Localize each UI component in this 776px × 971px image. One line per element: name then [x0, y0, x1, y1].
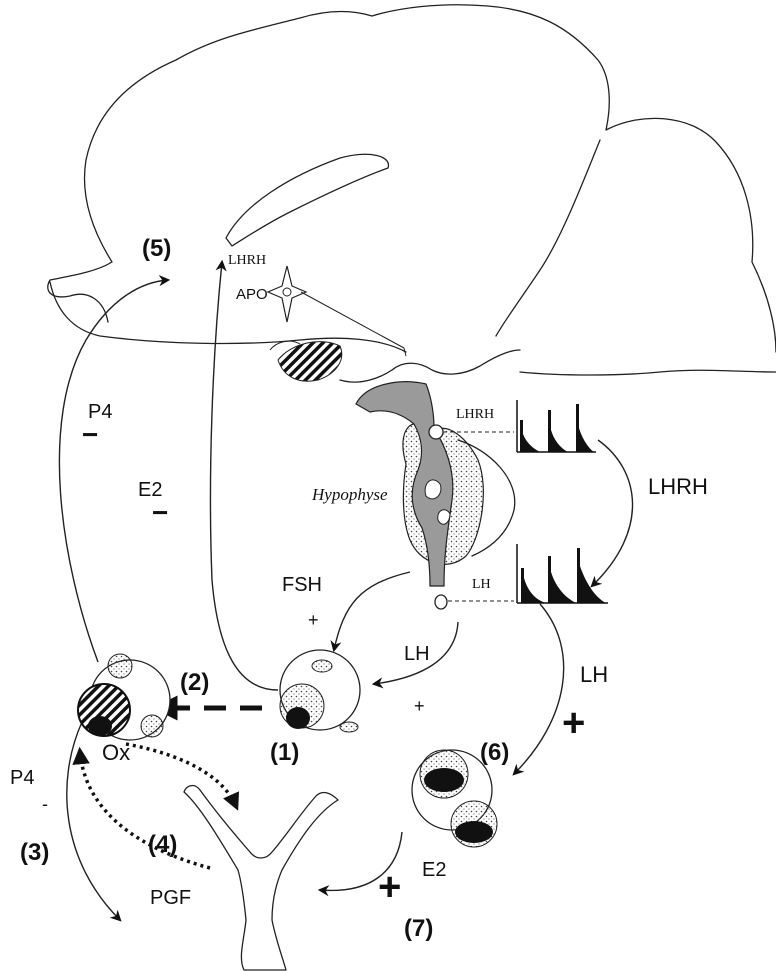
- ovary-ox-stipple-bottom: [141, 715, 163, 737]
- lh-right-label: LH: [580, 662, 608, 687]
- ovulating-follicle-b-nucleus: [455, 821, 493, 843]
- plus-e2: +: [378, 865, 401, 909]
- pgf-label: PGF: [150, 887, 191, 909]
- step-1-label: (1): [270, 739, 299, 766]
- hypothalamus-contour: [340, 350, 520, 382]
- lhrh-pulse-label: LHRH: [456, 407, 494, 422]
- p4-left-label: P4: [10, 767, 34, 789]
- e2-bottom-label: E2: [422, 859, 446, 881]
- arrow-pgf-to-corpus-luteum: [80, 752, 210, 868]
- lhrh-release-point: [429, 425, 443, 439]
- lh-mid-label: LH: [404, 643, 430, 665]
- lh-release-point: [435, 595, 447, 609]
- lhrh-pulse-graph: [517, 400, 596, 452]
- fsh-label: FSH: [282, 574, 322, 596]
- pituitary-portal-loop-b: [438, 510, 450, 525]
- pituitary-portal-loop-a: [425, 480, 441, 499]
- ovary-ox-stipple-top: [108, 654, 132, 678]
- plus-lh-right: +: [562, 701, 585, 745]
- step-5-label: (5): [142, 235, 171, 262]
- step-3-label: (3): [20, 839, 49, 866]
- arrow-lhrh-pulse-to-lh: [592, 440, 633, 586]
- minus-p4-left: -: [42, 794, 48, 814]
- follicle-1-small-b: [340, 722, 358, 732]
- step-4-label: (4): [148, 831, 177, 858]
- step-7-label: (7): [404, 915, 433, 942]
- apo-nucleus: [283, 288, 291, 296]
- arrow-e2-feedback-to-brain: [210, 262, 278, 690]
- corpus-luteum-nucleus: [88, 716, 112, 736]
- minus-e2: −: [152, 497, 168, 528]
- follicle-1-nucleus: [286, 707, 310, 729]
- hypophyse-label: Hypophyse: [311, 485, 388, 504]
- optic-chiasm: [278, 342, 342, 382]
- arrow-fsh-to-follicle: [334, 572, 410, 650]
- follicle-1-small-a: [312, 660, 332, 672]
- ovulating-follicle-a-nucleus: [424, 768, 464, 792]
- lhrh-right-label: LHRH: [648, 474, 708, 499]
- arrow-ox-to-uterus: [126, 744, 236, 806]
- uterus: [184, 786, 338, 970]
- corpus-callosum: [226, 154, 388, 246]
- cerebellum-inner-line: [496, 140, 600, 336]
- apo-axon: [301, 292, 404, 348]
- ox-label: Ox: [102, 740, 130, 765]
- brain-base-line: [50, 282, 406, 352]
- apo-label: APO: [236, 286, 268, 303]
- lhrh-top-label: LHRH: [228, 253, 266, 268]
- plus-fsh: +: [308, 610, 319, 630]
- step-6-label: (6): [480, 739, 509, 766]
- lh-pulse-label: LH: [472, 577, 491, 592]
- arrow-lh-to-ovulation: [514, 604, 564, 774]
- minus-p4-top: −: [82, 419, 98, 450]
- lh-pulse-graph: [517, 544, 608, 603]
- brain-outline: [48, 5, 776, 352]
- plus-lh-mid: +: [414, 696, 425, 716]
- brainstem-line: [520, 370, 776, 375]
- step-2-label: (2): [180, 669, 209, 696]
